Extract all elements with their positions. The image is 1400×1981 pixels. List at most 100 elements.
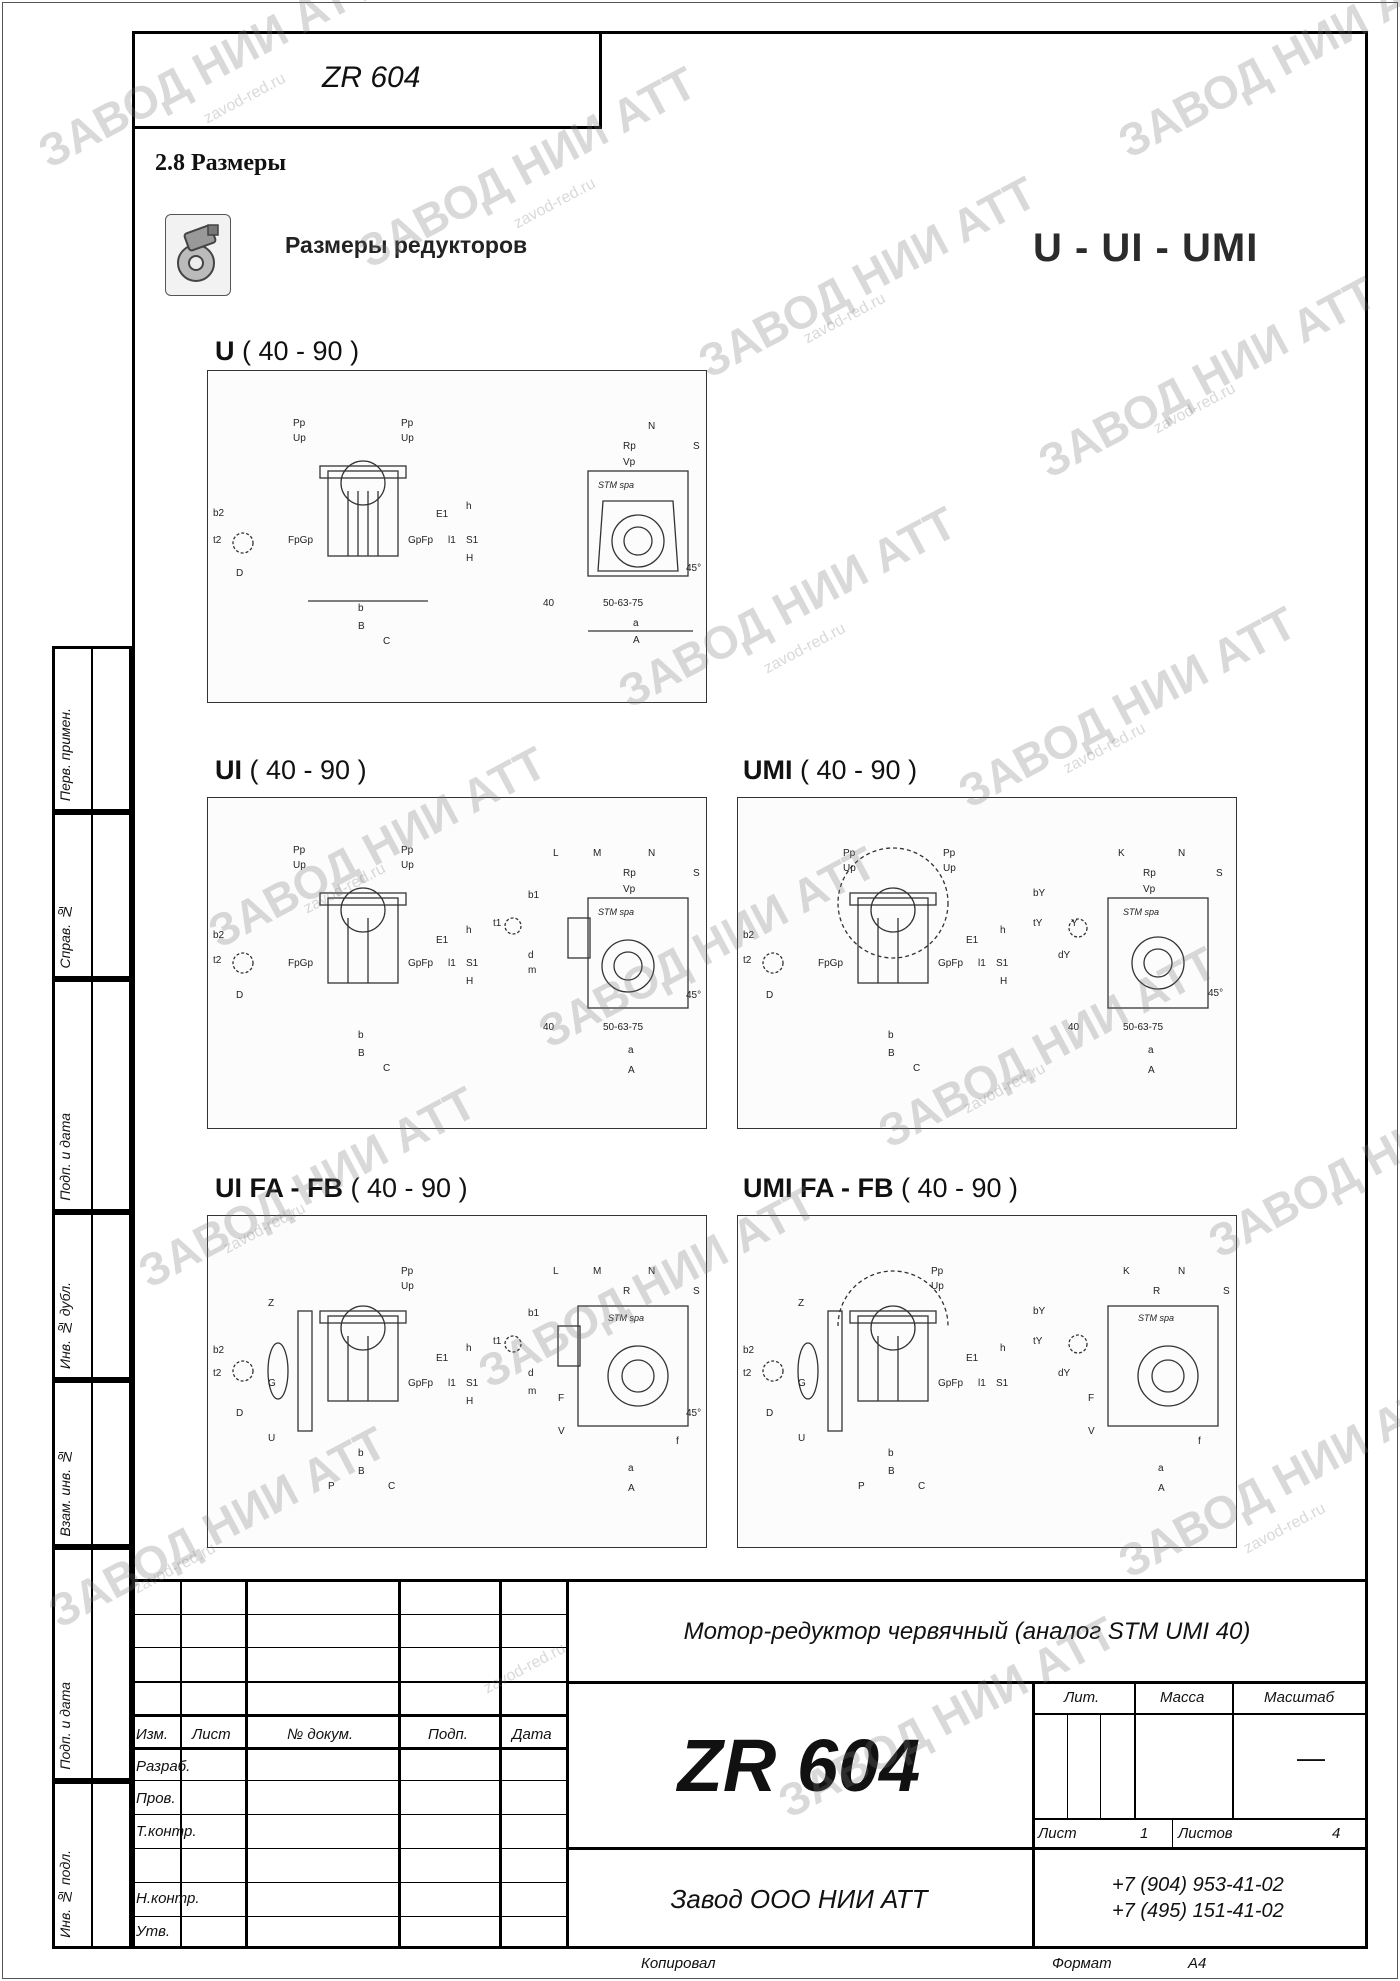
svg-text:h: h — [466, 501, 472, 512]
svg-text:D: D — [236, 1408, 243, 1419]
svg-text:50-63-75: 50-63-75 — [603, 1022, 643, 1033]
svg-text:40: 40 — [543, 598, 555, 609]
svg-text:Up: Up — [401, 1281, 414, 1292]
svg-text:GpFp: GpFp — [938, 958, 963, 969]
svg-text:bY: bY — [1033, 1306, 1046, 1317]
svg-text:Pp: Pp — [401, 845, 414, 856]
svg-text:Up: Up — [401, 860, 414, 871]
svg-text:K: K — [1123, 1266, 1130, 1277]
svg-text:A: A — [628, 1065, 635, 1076]
phone-1: +7 (904) 953-41-02 — [1112, 1874, 1284, 1896]
svg-text:bY: bY — [1033, 888, 1046, 899]
panel-title-u: U ( 40 - 90 ) — [215, 336, 360, 366]
svg-text:Vp: Vp — [1143, 884, 1156, 895]
svg-text:40: 40 — [543, 1022, 555, 1033]
svg-text:S: S — [1216, 868, 1223, 879]
hdr-date: Дата — [512, 1726, 552, 1743]
svg-text:S1: S1 — [466, 1378, 479, 1389]
svg-text:C: C — [383, 636, 390, 647]
sheets-label: Листов — [1178, 1825, 1233, 1842]
svg-text:Rp: Rp — [623, 441, 636, 452]
svg-text:50-63-75: 50-63-75 — [1123, 1022, 1163, 1033]
svg-text:h: h — [466, 925, 472, 936]
svg-text:45°: 45° — [686, 1408, 701, 1419]
svg-text:a: a — [1148, 1045, 1154, 1056]
svg-text:l1: l1 — [448, 1378, 456, 1389]
sidebar-cell-5: Взам. инв. № — [52, 1380, 132, 1547]
svg-text:E1: E1 — [966, 1353, 979, 1364]
sidebar-cell-2: Справ. № — [52, 812, 132, 979]
svg-text:P: P — [328, 1481, 335, 1492]
svg-text:45°: 45° — [686, 990, 701, 1001]
svg-text:G: G — [798, 1378, 806, 1389]
svg-text:FpGp: FpGp — [818, 958, 843, 969]
svg-text:50-63-75: 50-63-75 — [603, 598, 643, 609]
svg-text:b1: b1 — [528, 890, 540, 901]
svg-text:t2: t2 — [213, 955, 222, 966]
svg-text:S: S — [693, 868, 700, 879]
svg-text:b2: b2 — [743, 930, 755, 941]
svg-text:t2: t2 — [213, 1368, 222, 1379]
svg-text:m: m — [528, 965, 536, 976]
svg-text:L: L — [553, 1266, 559, 1277]
svg-text:STM spa: STM spa — [598, 907, 634, 917]
svg-text:t2: t2 — [743, 955, 752, 966]
sheet-value: 1 — [1140, 1825, 1149, 1842]
panel-title-umi-fa-fb: UMI FA - FB ( 40 - 90 ) — [743, 1173, 1019, 1203]
svg-text:a: a — [1158, 1463, 1164, 1474]
svg-text:P: P — [858, 1481, 865, 1492]
svg-text:C: C — [918, 1481, 925, 1492]
svg-text:E1: E1 — [436, 509, 449, 520]
svg-text:d: d — [528, 1368, 534, 1379]
sheet-label: Лист — [1038, 1825, 1077, 1842]
svg-text:K: K — [1118, 848, 1125, 859]
role-approved: Утв. — [136, 1923, 171, 1940]
svg-text:l1: l1 — [978, 958, 986, 969]
role-norm-control: Н.контр. — [136, 1890, 200, 1907]
svg-text:U: U — [268, 1433, 275, 1444]
svg-text:Pp: Pp — [293, 418, 306, 429]
panel-title-ui: UI ( 40 - 90 ) — [215, 755, 367, 785]
panel-title-ui-fa-fb: UI FA - FB ( 40 - 90 ) — [215, 1173, 468, 1203]
svg-text:Y: Y — [1071, 918, 1078, 929]
svg-text:U: U — [798, 1433, 805, 1444]
lit-label: Лит. — [1064, 1689, 1100, 1706]
series-title: U - UI - UMI — [1033, 226, 1259, 270]
svg-text:Rp: Rp — [623, 868, 636, 879]
svg-text:R: R — [1153, 1286, 1160, 1297]
svg-text:M: M — [593, 1266, 601, 1277]
svg-text:dY: dY — [1058, 1368, 1071, 1379]
svg-text:S1: S1 — [466, 958, 479, 969]
svg-text:b2: b2 — [213, 930, 225, 941]
svg-text:H: H — [466, 1396, 473, 1407]
svg-text:t1: t1 — [493, 1336, 502, 1347]
svg-text:FpGp: FpGp — [288, 535, 313, 546]
svg-text:t2: t2 — [213, 535, 222, 546]
svg-text:A: A — [633, 635, 640, 646]
svg-text:GpFp: GpFp — [938, 1378, 963, 1389]
svg-text:B: B — [358, 1466, 365, 1477]
svg-text:d: d — [528, 950, 534, 961]
svg-text:N: N — [1178, 1266, 1185, 1277]
svg-text:tY: tY — [1033, 918, 1043, 929]
svg-text:Z: Z — [268, 1298, 274, 1309]
svg-text:b: b — [888, 1030, 894, 1041]
svg-text:l1: l1 — [448, 958, 456, 969]
scale-label: Масштаб — [1264, 1689, 1335, 1706]
svg-text:40: 40 — [1068, 1022, 1080, 1033]
svg-text:45°: 45° — [686, 563, 701, 574]
svg-text:t2: t2 — [743, 1368, 752, 1379]
svg-text:D: D — [766, 1408, 773, 1419]
sidebar-cell-6: Подп. и дата — [52, 1547, 132, 1781]
svg-text:GpFp: GpFp — [408, 958, 433, 969]
svg-text:l1: l1 — [448, 535, 456, 546]
format-label: Формат — [1052, 1955, 1112, 1972]
svg-text:STM spa: STM spa — [608, 1313, 644, 1323]
svg-text:GpFp: GpFp — [408, 1378, 433, 1389]
svg-text:Up: Up — [843, 863, 856, 874]
svg-text:h: h — [1000, 925, 1006, 936]
svg-text:Rp: Rp — [1143, 868, 1156, 879]
